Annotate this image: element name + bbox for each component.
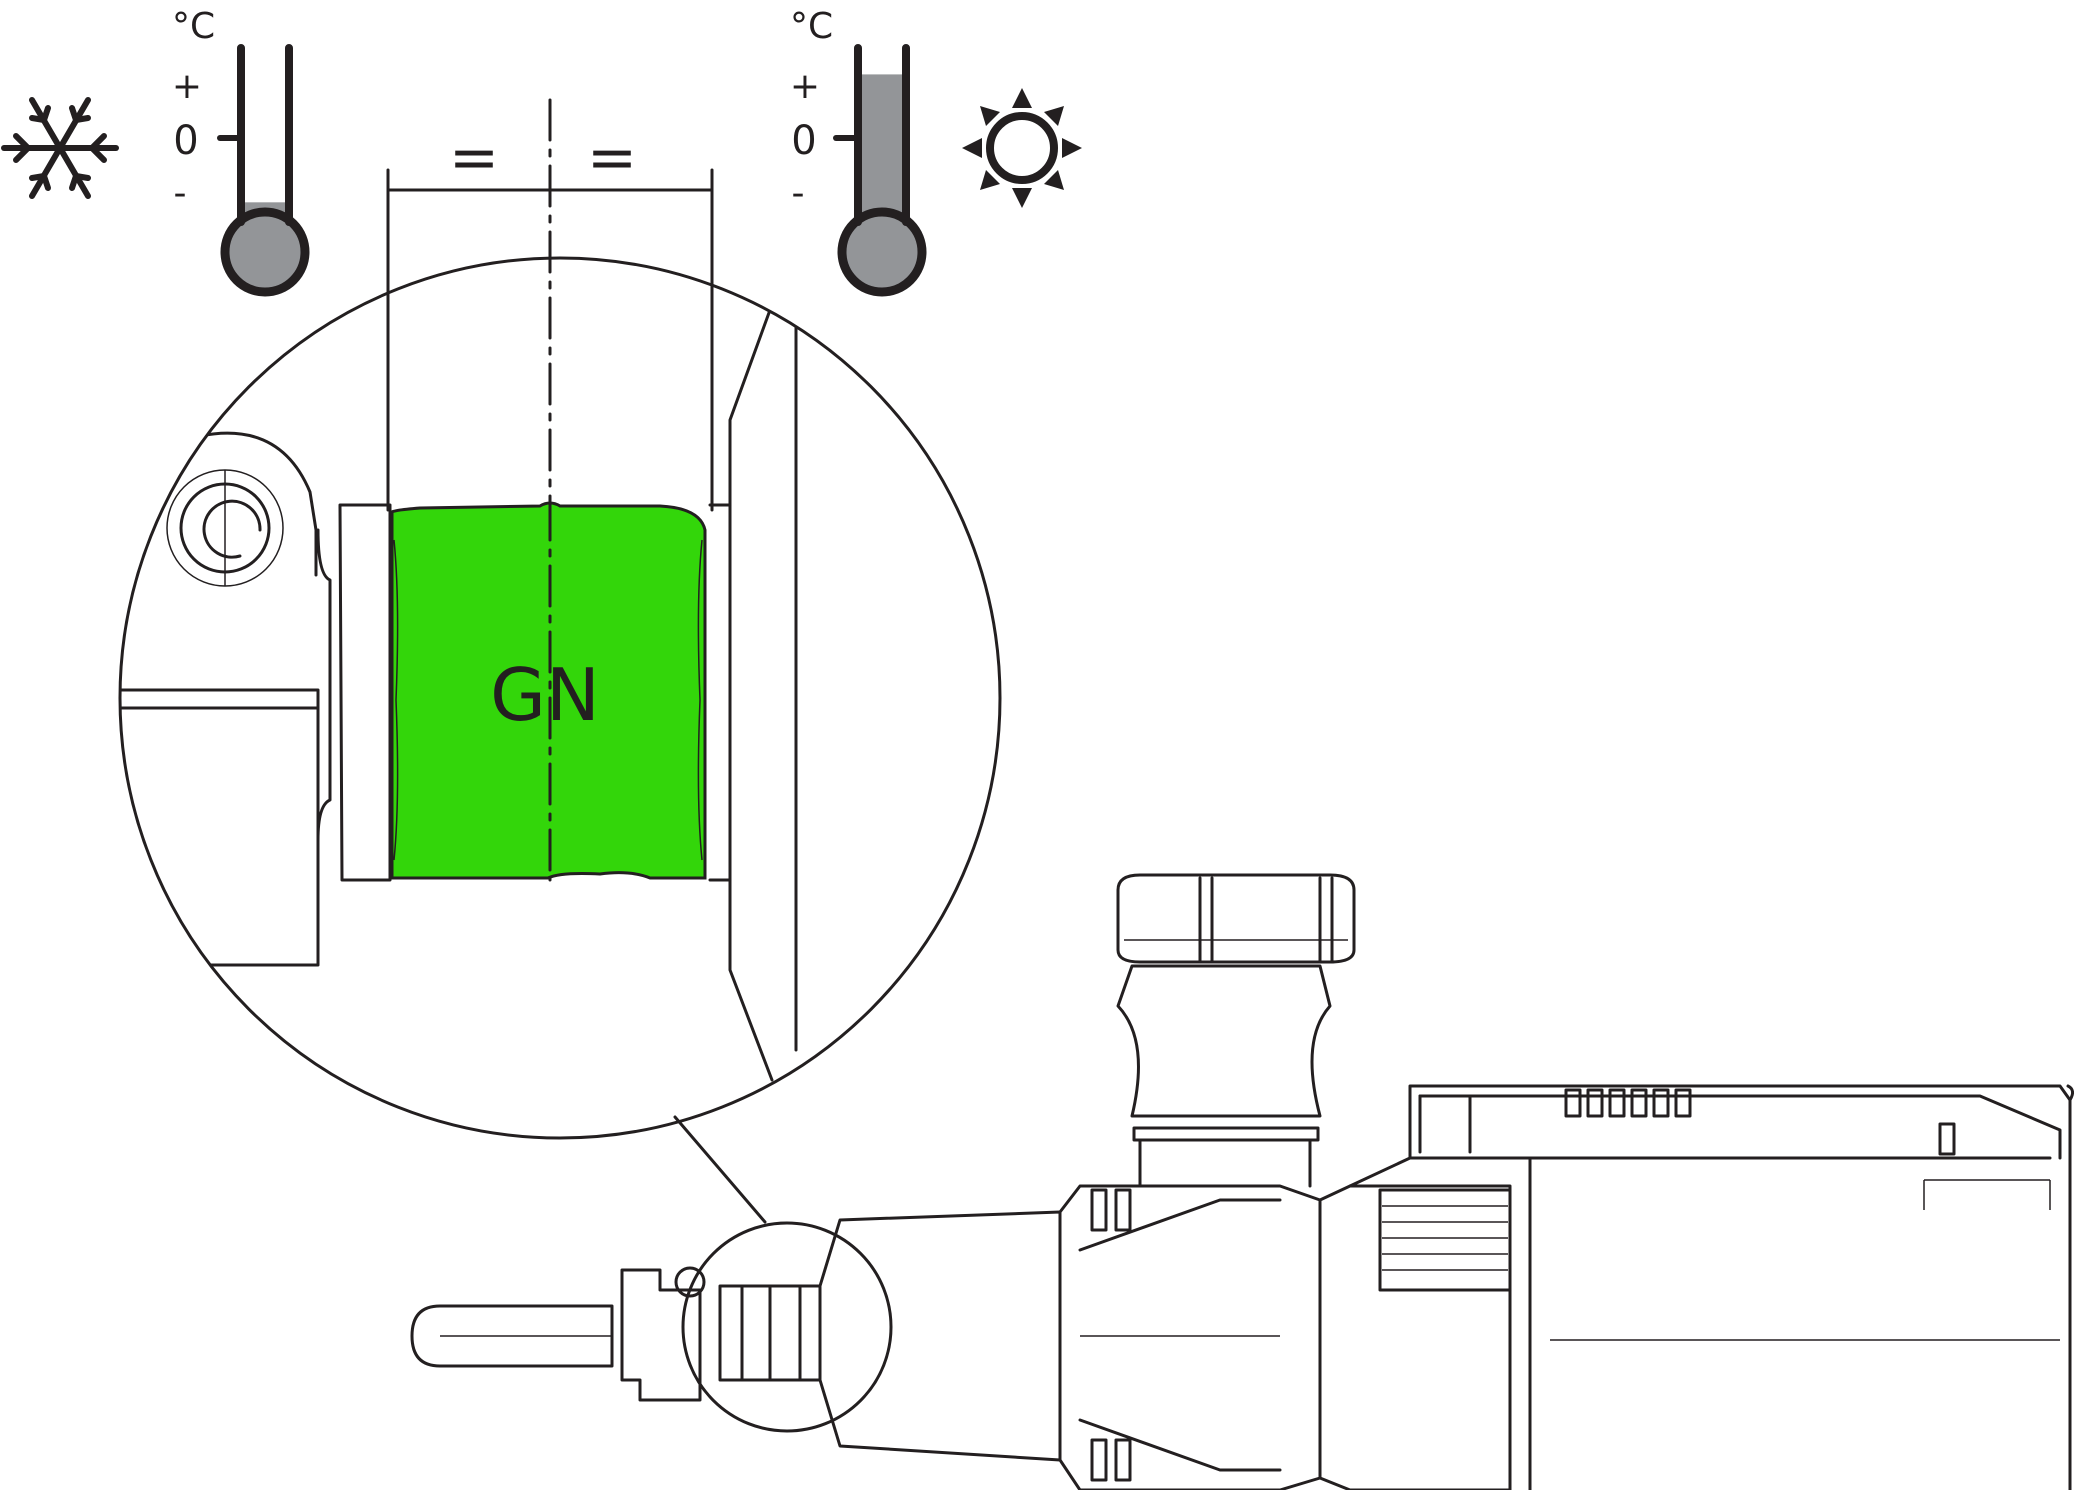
detail-circle-outline <box>118 256 1002 1140</box>
cold-bulb <box>220 207 310 297</box>
detail-source-circle <box>681 1221 893 1433</box>
cold-zero-label: 0 <box>173 118 198 164</box>
dimension-right-equal: = <box>587 123 637 193</box>
hot-mercury <box>862 74 902 227</box>
hot-unit-label: °C <box>790 6 833 47</box>
machine-drawing <box>410 873 2075 1492</box>
hot-bulb <box>837 207 927 297</box>
dimension-left-equal: = <box>449 123 499 193</box>
cold-plus-label: + <box>172 66 202 107</box>
gn-component <box>390 501 707 880</box>
hot-zero-label: 0 <box>791 118 816 164</box>
sun-icon <box>962 88 1082 208</box>
hot-plus-label: + <box>790 66 820 107</box>
gn-label: GN <box>490 653 600 737</box>
hot-thermometer: °C + 0 - <box>790 6 927 297</box>
detail-magnifier: GN <box>118 256 1002 1224</box>
snowflake-icon <box>1 97 119 199</box>
cold-minus-label: - <box>174 173 187 214</box>
cold-unit-label: °C <box>172 6 215 47</box>
hot-minus-label: - <box>792 173 805 214</box>
cold-thermometer: °C + 0 - <box>172 6 310 297</box>
